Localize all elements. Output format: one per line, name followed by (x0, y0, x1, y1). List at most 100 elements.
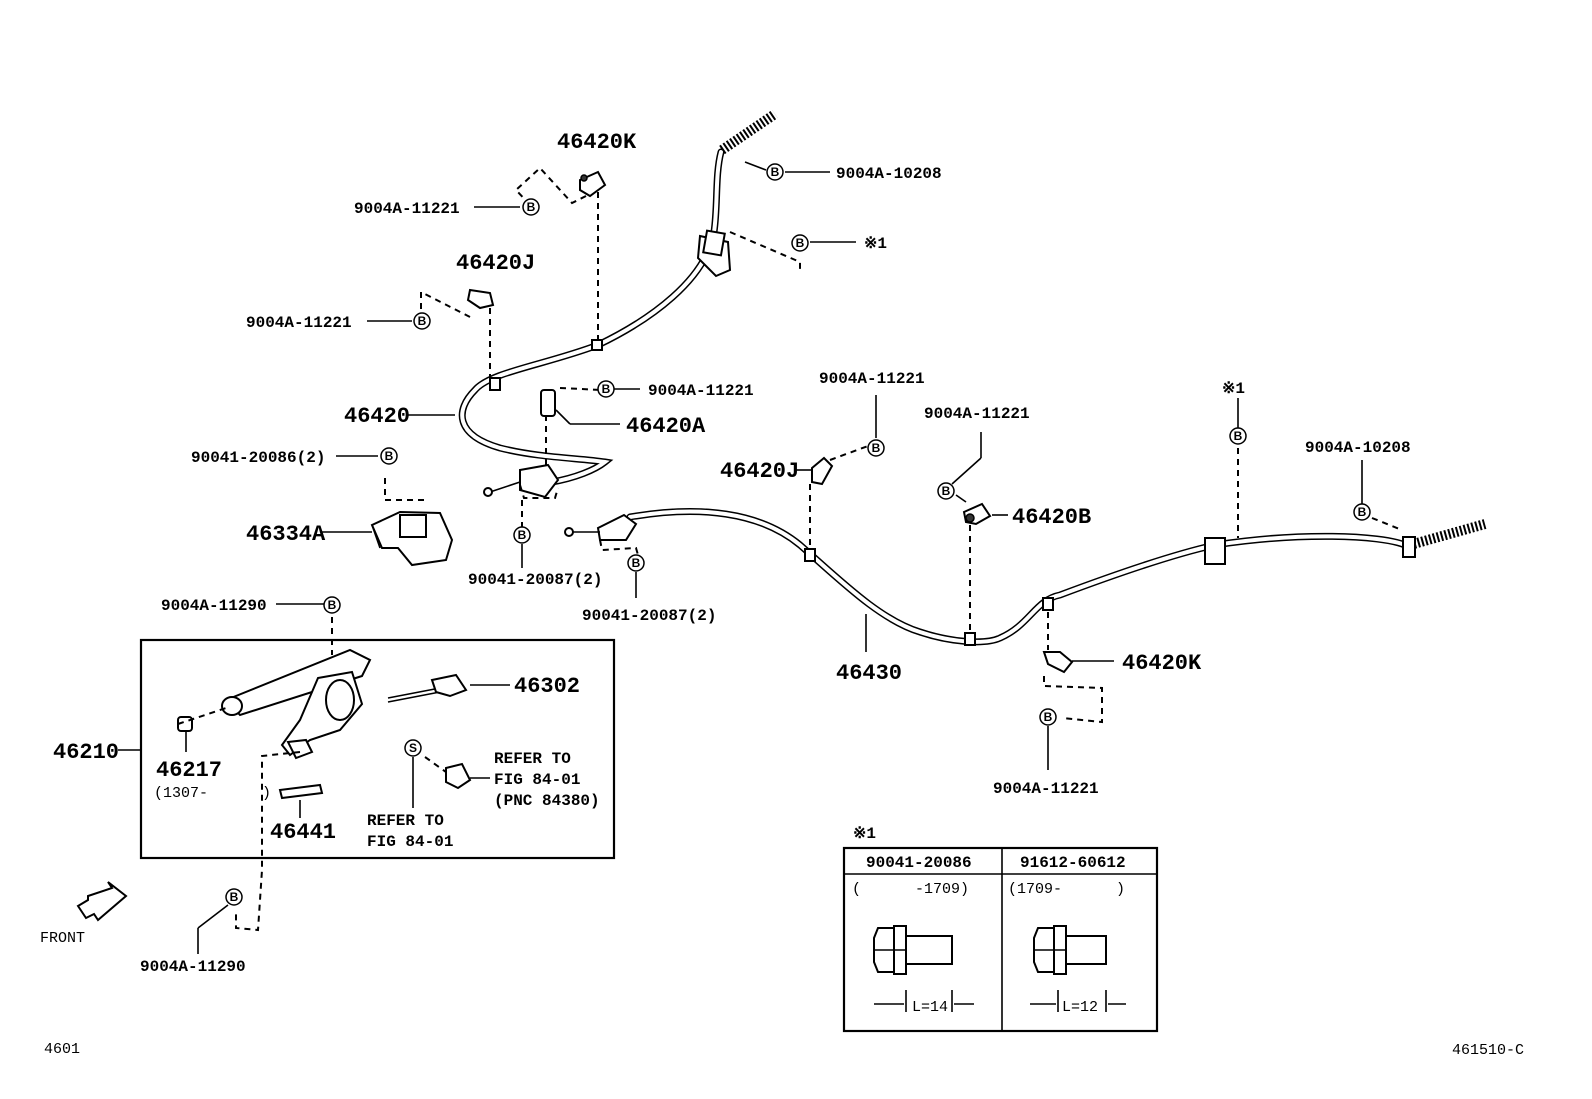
cable-46430 (564, 508, 1487, 646)
clip-46420B (962, 502, 992, 526)
svg-text:B: B (518, 528, 527, 542)
clip-46420A (540, 389, 556, 417)
table-marker: ※1 (853, 825, 876, 843)
pin-46441 (278, 783, 324, 800)
label-46420J-top: 46420J (456, 251, 535, 276)
rod-46302 (387, 673, 468, 703)
clip-46420K-top (579, 170, 607, 198)
svg-text:B: B (230, 890, 239, 904)
bolt-symbol: B (1353, 503, 1371, 521)
ref-mark: ※1 (864, 235, 887, 253)
lever-assembly-box (139, 638, 616, 860)
clip-46420J-top (466, 288, 495, 310)
svg-text:S: S (409, 741, 417, 755)
front-label: FRONT (40, 930, 85, 947)
bolt-symbol: B (522, 198, 540, 216)
label-9004A-11221: 9004A-11221 (993, 780, 1099, 798)
label-9004A-10208-top: 9004A-10208 (836, 165, 942, 183)
bolt-symbol: B (1039, 708, 1057, 726)
svg-text:B: B (1234, 429, 1243, 443)
label-46420: 46420 (344, 404, 410, 429)
bolt-symbol: B (1229, 427, 1247, 445)
svg-text:B: B (418, 314, 427, 328)
svg-text:B: B (1358, 505, 1367, 519)
refer-right-line1: REFER TO (494, 750, 571, 768)
lever-46210 (221, 648, 372, 760)
bolt-symbol: B (791, 234, 809, 252)
table-col1-part: 90041-20086 (866, 854, 972, 872)
label-90041-20087: 90041-20087(2) (582, 607, 716, 625)
label-90041-20086: 90041-20086(2) (191, 449, 325, 467)
refer-right-line3: (PNC 84380) (494, 792, 600, 810)
svg-text:B: B (527, 200, 536, 214)
figure-code: 461510-C (1452, 1042, 1524, 1059)
label-9004A-11221: 9004A-11221 (819, 370, 925, 388)
label-9004A-11221: 9004A-11221 (924, 405, 1030, 423)
svg-text:B: B (942, 484, 951, 498)
label-9004A-11290-top: 9004A-11290 (161, 597, 267, 615)
bolt-symbol: B (867, 439, 885, 457)
bolt-symbol: B (766, 163, 784, 181)
table-col2-part: 91612-60612 (1020, 854, 1126, 872)
refer-left-line1: REFER TO (367, 812, 444, 830)
page-code: 4601 (44, 1041, 80, 1058)
label-46334A: 46334A (246, 522, 326, 547)
fastener-labels: 9004A-10208 9004A-11221 9004A-11221 9004… (140, 165, 1411, 976)
label-46441: 46441 (270, 820, 336, 845)
dashed-guides (177, 166, 1403, 932)
bolt-symbols: B B B B B B B B B B B B B B B S (225, 163, 1371, 906)
bolt-drawing: L=12 (1030, 925, 1126, 1016)
label-46420B: 46420B (1012, 505, 1091, 530)
front-arrow-icon (76, 881, 128, 922)
svg-text:B: B (632, 556, 641, 570)
svg-text:B: B (328, 598, 337, 612)
label-9004A-11221: 9004A-11221 (354, 200, 460, 218)
label-90041-20087: 90041-20087(2) (468, 571, 602, 589)
table-col2-range: (1709- ) (1008, 881, 1125, 898)
bolt-table: ※1 90041-20086 91612-60612 ( -1709) (170… (842, 825, 1159, 1033)
label-46210: 46210 (53, 740, 119, 765)
bolt-symbol: B (937, 482, 955, 500)
clip-46420K-right (1042, 651, 1074, 674)
svg-text:B: B (872, 441, 881, 455)
label-9004A-11290-bottom: 9004A-11290 (140, 958, 246, 976)
label-46420J-mid: 46420J (720, 459, 799, 484)
label-9004A-10208-right: 9004A-10208 (1305, 439, 1411, 457)
bolt-symbol: B (225, 888, 243, 906)
bolt-symbol: B (513, 526, 531, 544)
label-46420K-top: 46420K (557, 130, 637, 155)
table-col1-length: L=14 (912, 999, 948, 1016)
label-46217-date: (1307- ) (154, 785, 271, 802)
label-9004A-11221: 9004A-11221 (648, 382, 754, 400)
ref-mark: ※1 (1222, 380, 1245, 398)
label-46430: 46430 (836, 661, 902, 686)
table-col1-range: ( -1709) (852, 881, 969, 898)
notes: ※1 ※1 REFER TO FIG 84-01 REFER TO FIG 84… (40, 235, 1245, 947)
svg-text:B: B (771, 165, 780, 179)
label-46420K-right: 46420K (1122, 651, 1202, 676)
svg-text:B: B (602, 382, 611, 396)
table-col2-length: L=12 (1062, 999, 1098, 1016)
bracket-46334A (370, 510, 454, 567)
label-46302: 46302 (514, 674, 580, 699)
svg-text:B: B (385, 449, 394, 463)
label-46420A: 46420A (626, 414, 706, 439)
bolt-symbol: B (380, 447, 398, 465)
switch-part (445, 762, 472, 790)
bolt-drawing: L=14 (873, 925, 974, 1016)
part-labels: 46420K 46420J 46420 46420A 46334A 46420J… (53, 130, 1202, 845)
svg-text:B: B (1044, 710, 1053, 724)
leader-lines (118, 161, 1363, 954)
svg-text:B: B (796, 236, 805, 250)
seal-symbol: S (404, 739, 422, 757)
refer-left-line2: FIG 84-01 (367, 833, 453, 851)
bolt-symbol: B (627, 554, 645, 572)
bolt-symbol: B (413, 312, 431, 330)
refer-right-line2: FIG 84-01 (494, 771, 580, 789)
bolt-symbol: B (323, 596, 341, 614)
label-9004A-11221: 9004A-11221 (246, 314, 352, 332)
clip-46420J-mid (811, 456, 834, 486)
bolt-symbol: B (597, 380, 615, 398)
